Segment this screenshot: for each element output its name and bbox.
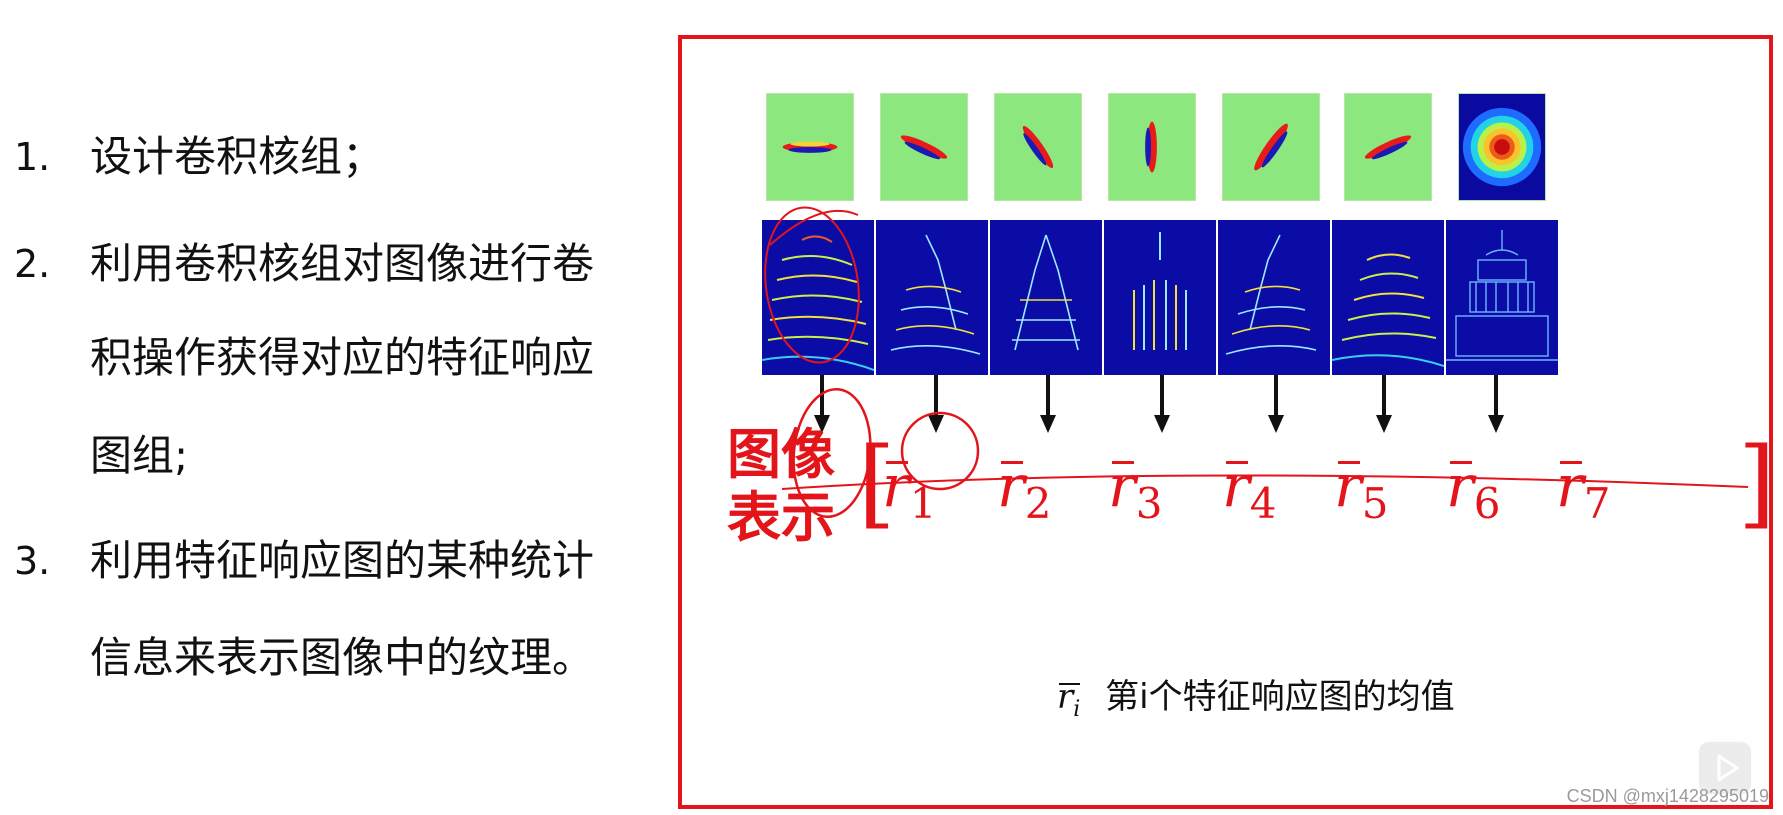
feature-index: 1 bbox=[909, 479, 937, 528]
kernel-image-2 bbox=[880, 93, 968, 201]
feature-mean-7: r7 bbox=[1556, 451, 1610, 539]
feature-map-2 bbox=[876, 220, 988, 375]
arrow-down-icon bbox=[1152, 375, 1172, 435]
r-symbol: r bbox=[1334, 452, 1362, 520]
play-icon[interactable] bbox=[1697, 740, 1753, 796]
feature-index: 5 bbox=[1361, 479, 1389, 528]
label-line: 图像 bbox=[727, 423, 835, 486]
step-text: 设计卷积核组； bbox=[90, 132, 385, 181]
feature-map-7 bbox=[1446, 220, 1558, 375]
r-symbol: r bbox=[1222, 452, 1250, 520]
kernel-image-1 bbox=[766, 93, 854, 201]
step-text: 利用卷积核组对图像进行卷 bbox=[90, 239, 595, 288]
feature-map-5 bbox=[1218, 220, 1330, 375]
feature-mean-3: r3 bbox=[1108, 451, 1162, 539]
feature-mean-1: r1 bbox=[882, 451, 936, 539]
arrow-down-icon bbox=[1038, 375, 1058, 435]
feature-index: 4 bbox=[1249, 479, 1277, 528]
step-text: 图组; bbox=[90, 431, 189, 480]
r-symbol: r bbox=[1446, 452, 1474, 520]
close-bracket: ] bbox=[1738, 427, 1776, 539]
step-number: 2. bbox=[14, 242, 51, 286]
step-number: 3. bbox=[14, 539, 51, 583]
feature-map-6 bbox=[1332, 220, 1444, 375]
feature-index: 6 bbox=[1473, 479, 1501, 528]
feature-map-3 bbox=[990, 220, 1102, 375]
feature-map-4 bbox=[1104, 220, 1216, 375]
kernel-image-3 bbox=[994, 93, 1082, 201]
step-text: 利用特征响应图的某种统计 bbox=[90, 536, 595, 585]
arrow-down-icon bbox=[1486, 375, 1506, 435]
texture-diagram-panel: 图像 表示 [ ] r1 r2 r3 r4 r5 r6 r7 ri 第i个特征响… bbox=[678, 35, 1776, 809]
feature-mean-2: r2 bbox=[997, 451, 1051, 539]
step-text: 积操作获得对应的特征响应 bbox=[90, 333, 595, 382]
feature-index: 7 bbox=[1583, 479, 1611, 528]
caption-text: 第i个特征响应图的均值 bbox=[1105, 677, 1455, 717]
arrow-down-icon bbox=[1374, 375, 1394, 435]
step-number: 1. bbox=[14, 135, 51, 179]
kernel-image-5 bbox=[1222, 93, 1320, 201]
feature-mean-6: r6 bbox=[1446, 451, 1500, 539]
image-representation-label: 图像 表示 bbox=[727, 423, 847, 549]
step-text: 信息来表示图像中的纹理。 bbox=[90, 633, 595, 682]
watermark: CSDN @mxj1428295019 bbox=[1566, 786, 1769, 806]
feature-mean-4: r4 bbox=[1222, 451, 1276, 539]
caption: ri 第i个特征响应图的均值 bbox=[1057, 669, 1455, 722]
feature-index: 2 bbox=[1024, 479, 1052, 528]
arrow-down-icon bbox=[926, 375, 946, 435]
feature-mean-5: r5 bbox=[1334, 451, 1388, 539]
arrow-down-icon bbox=[1266, 375, 1286, 435]
feature-index: 3 bbox=[1135, 479, 1163, 528]
r-symbol: r bbox=[882, 452, 910, 520]
kernel-image-6 bbox=[1344, 93, 1432, 201]
r-symbol: r bbox=[997, 452, 1025, 520]
r-symbol: r bbox=[1556, 452, 1584, 520]
label-line: 表示 bbox=[727, 486, 835, 549]
caption-symbol: ri bbox=[1057, 677, 1081, 722]
kernel-image-7 bbox=[1458, 93, 1546, 201]
kernel-image-4 bbox=[1108, 93, 1196, 201]
r-symbol: r bbox=[1108, 452, 1136, 520]
feature-map-1 bbox=[762, 220, 874, 375]
